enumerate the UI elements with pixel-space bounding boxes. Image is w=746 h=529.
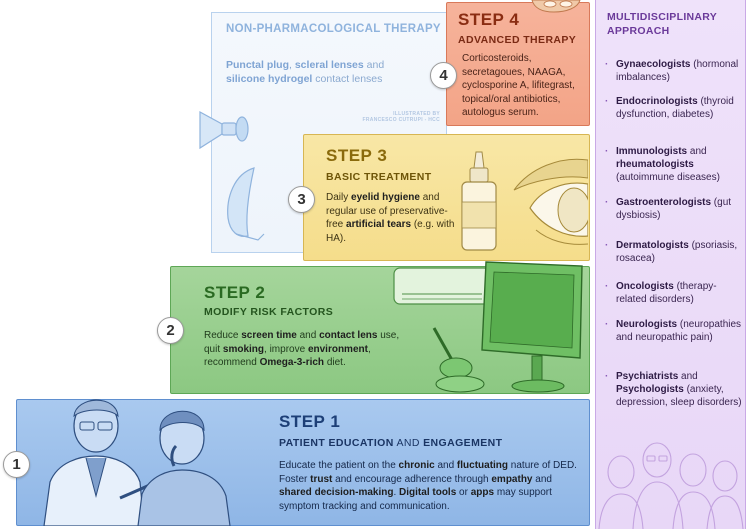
specialist-item: ·Psychiatrists and Psychologists (anxiet…	[605, 371, 742, 408]
step-4-box	[446, 2, 590, 126]
specialists-illustration	[598, 442, 744, 529]
scleral-lens-illustration	[227, 167, 265, 241]
step-2-text: Reduce screen time and contact lens use,…	[204, 330, 400, 368]
pill-blister-illustration	[531, 0, 581, 13]
specialist-item: ·Neurologists (neuropathies and neuropat…	[605, 319, 742, 343]
eye-illustration	[513, 158, 588, 245]
step-1-number-badge: 1	[3, 451, 30, 478]
step-4-number-badge: 4	[430, 62, 457, 89]
desk-items-illustration	[432, 327, 485, 393]
doctor-patient-illustration	[43, 399, 231, 526]
specialist-item: ·Oncologists (therapy-related disorders)	[605, 281, 717, 305]
multidisciplinary-panel	[595, 0, 746, 529]
step-4-text: Corticosteroids, secretagoues, NAAGA, cy…	[462, 53, 575, 118]
punctal-plug-illustration	[199, 110, 249, 150]
step-3-subtitle: BASIC TREATMENT	[326, 171, 432, 183]
non-pharmacological-title: NON-PHARMACOLOGICAL THERAPY	[226, 23, 441, 35]
specialist-item: ·Immunologists and rheumatologists (auto…	[605, 146, 720, 183]
multidisciplinary-title: MULTIDISCIPLINARY APPROACH	[607, 11, 717, 37]
step-3-text: Daily eyelid hygiene and regular use of …	[326, 192, 455, 244]
specialist-item: ·Endocrinologists (thyroid dysfunction, …	[605, 96, 734, 120]
specialist-item: ·Gastroenterologists (gut dysbiosis)	[605, 197, 732, 221]
step-4-title: STEP 4	[458, 10, 520, 29]
air-conditioner-illustration	[393, 267, 491, 305]
step-4-subtitle: ADVANCED THERAPY	[458, 34, 577, 46]
step-2-subtitle: MODIFY RISK FACTORS	[204, 306, 334, 318]
step-2-title: STEP 2	[204, 283, 266, 302]
step-3-title: STEP 3	[326, 146, 388, 165]
specialist-item: ·Gynaecologists (hormonal imbalances)	[605, 59, 739, 83]
specialist-item: ·Dermatologists (psoriasis, rosacea)	[605, 240, 738, 264]
step-3-number-badge: 3	[288, 186, 315, 213]
step-1-title: STEP 1	[279, 412, 341, 431]
non-pharmacological-text: Punctal plug, scleral lenses and silicon…	[226, 59, 385, 85]
step-1-text: Educate the patient on the chronic and f…	[279, 460, 577, 512]
step-2-number-badge: 2	[157, 317, 184, 344]
computer-monitor-illustration	[481, 261, 583, 393]
step-1-subtitle: PATIENT EDUCATION AND ENGAGEMENT	[279, 437, 503, 449]
eye-drop-bottle-illustration	[461, 151, 497, 251]
